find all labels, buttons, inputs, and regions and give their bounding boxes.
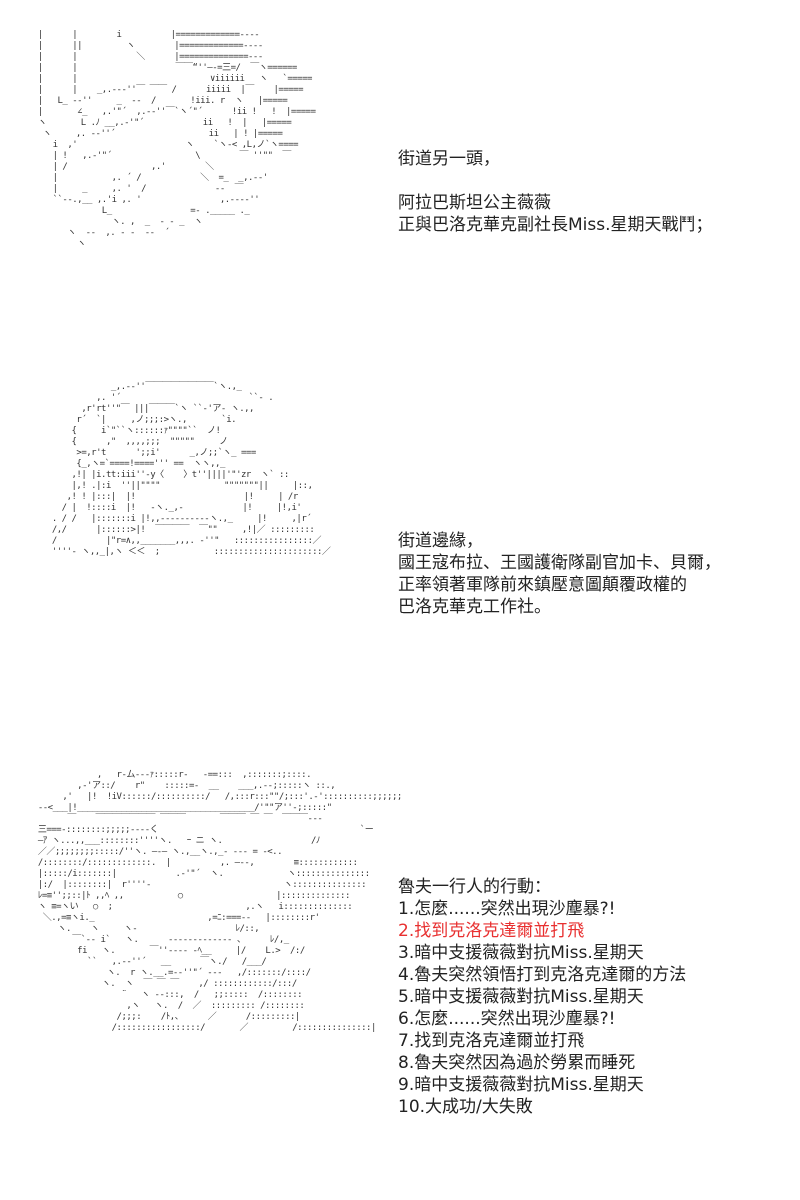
- narration-line: 正率領著軍隊前來鎮壓意圖顛覆政權的: [398, 575, 687, 595]
- narration-line-blank: [398, 170, 713, 192]
- action-item: 9.暗中支援薇薇對抗Miss.星期天: [398, 1075, 644, 1095]
- narration-line: 街道另一頭，: [398, 149, 500, 169]
- narration-block-1: 街道另一頭， 阿拉巴斯坦公主薇薇 正與巴洛克華克副社長Miss.星期天戰鬥；: [398, 148, 713, 236]
- action-item: 6.怎麼......突然出現沙塵暴?!: [398, 1009, 616, 1029]
- narration-line: 巴洛克華克工作社。: [398, 597, 551, 617]
- narration-line: 國王寇布拉、王國護衛隊副官加卡、貝爾，: [398, 553, 721, 573]
- panel-street-edge: _,.-‐''￣￣￣￣￣￣￣￣`ヽ.,_ ,. '´ ``‐ . ,r'rt''…: [0, 370, 800, 750]
- narration-line: 街道邊緣，: [398, 531, 483, 551]
- action-item: 1.怎麼......突然出現沙塵暴?!: [398, 899, 616, 919]
- panel-street-other-side: | | i |=============---- | || ヽ |=======…: [0, 0, 800, 370]
- action-list-heading: 魯夫一行人的行動：: [398, 877, 551, 897]
- ascii-art-vivi-fight: | | i |=============---- | || ヽ |=======…: [37, 30, 316, 249]
- action-item: 4.魯夫突然領悟打到克洛克達爾的方法: [398, 965, 687, 985]
- action-list: 1.怎麼......突然出現沙塵暴?! 2.找到克洛克達爾並打飛 3.暗中支援薇…: [398, 898, 686, 1118]
- panel-luffy-actions: , r‐ム‐‐‐ｧ:::::r‐ ‐==::: ,:::::::;::::. ,…: [0, 750, 800, 1200]
- action-item: 5.暗中支援薇薇對抗Miss.星期天: [398, 987, 644, 1007]
- action-item: 7.找到克洛克達爾並打飛: [398, 1031, 585, 1051]
- action-item: 3.暗中支援薇薇對抗Miss.星期天: [398, 943, 644, 963]
- action-item-highlighted: 2.找到克洛克達爾並打飛: [398, 921, 585, 941]
- ascii-art-luffy: , r‐ム‐‐‐ｧ:::::r‐ ‐==::: ,:::::::;::::. ,…: [37, 770, 402, 1033]
- narration-line: 阿拉巴斯坦公主薇薇: [398, 193, 551, 213]
- action-item: 8.魯夫突然因為過於勞累而睡死: [398, 1053, 636, 1073]
- action-list-block: 魯夫一行人的行動： 1.怎麼......突然出現沙塵暴?! 2.找到克洛克達爾並…: [398, 876, 686, 1118]
- narration-block-2: 街道邊緣， 國王寇布拉、王國護衛隊副官加卡、貝爾， 正率領著軍隊前來鎮壓意圖顛覆…: [398, 530, 721, 618]
- narration-line: 正與巴洛克華克副社長Miss.星期天戰鬥；: [398, 215, 713, 235]
- action-item: 10.大成功/大失敗: [398, 1097, 533, 1117]
- ascii-art-king-cobra: _,.-‐''￣￣￣￣￣￣￣￣`ヽ.,_ ,. '´ ``‐ . ,r'rt''…: [51, 382, 331, 557]
